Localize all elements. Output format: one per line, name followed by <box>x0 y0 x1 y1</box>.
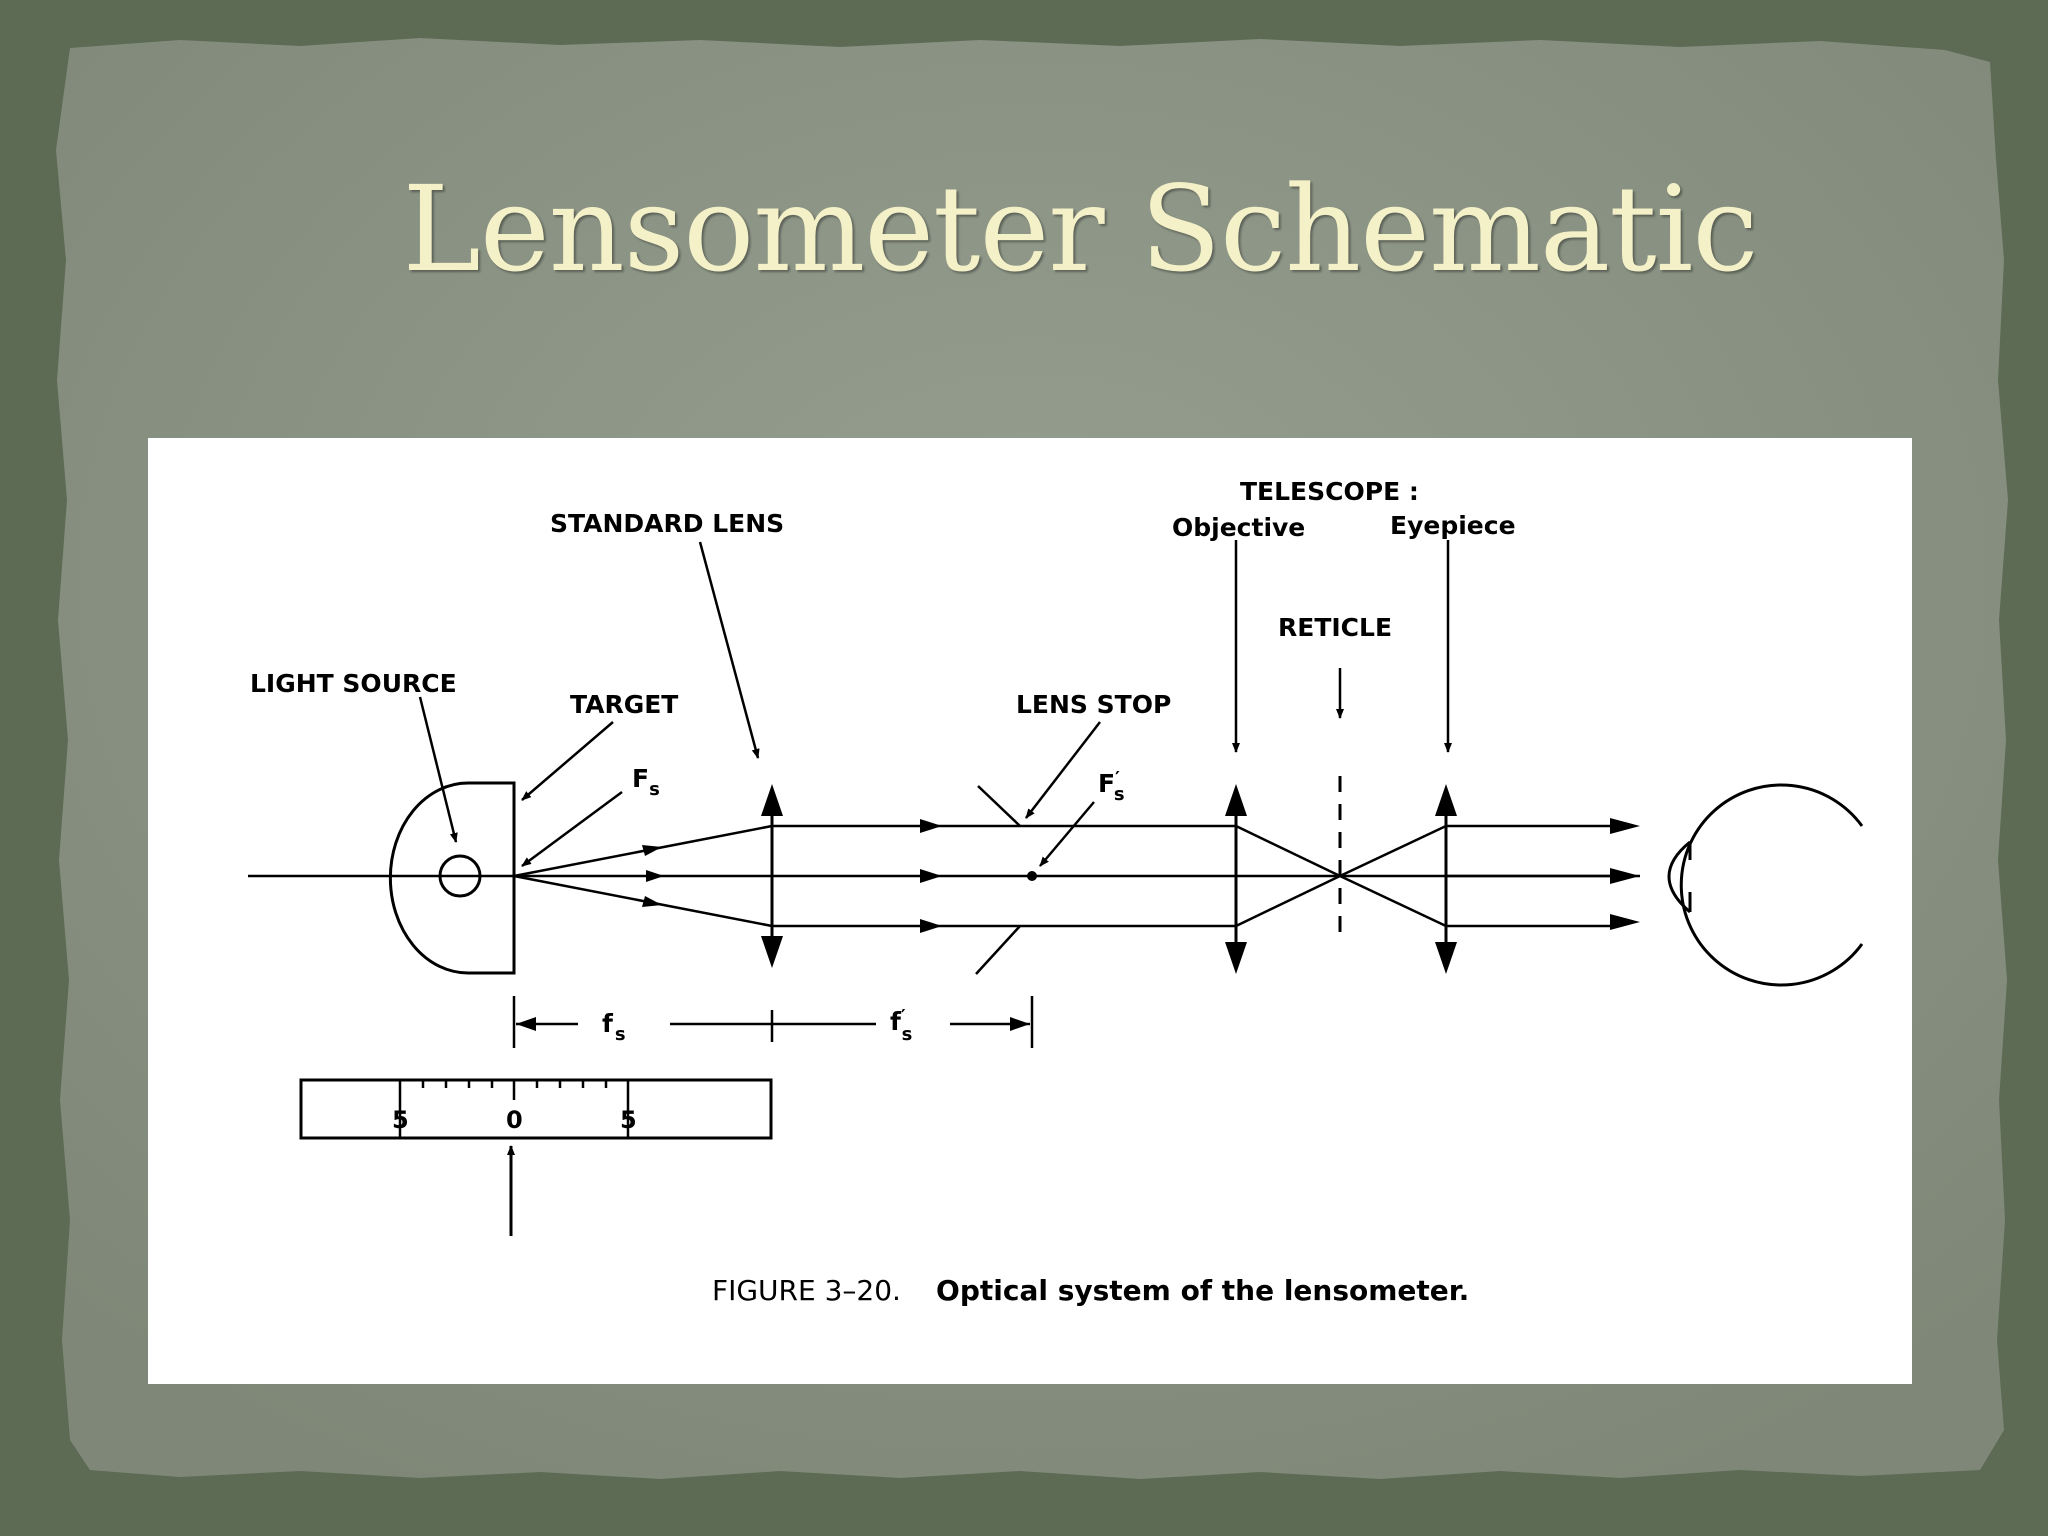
fs-label: Fs <box>632 764 660 800</box>
ray-arrow <box>642 845 662 856</box>
scale-center-number: 0 <box>506 1106 523 1134</box>
lens-stop-pointer <box>1025 721 1101 819</box>
dimension-arrow <box>1010 1017 1030 1031</box>
light-bulb <box>438 854 482 898</box>
ray <box>1339 874 1447 928</box>
ray-arrow <box>1610 818 1640 834</box>
figure-number: FIGURE 3–20. <box>712 1274 901 1307</box>
eyepiece-top-arrow <box>1435 784 1457 816</box>
target-label: TARGET <box>570 690 678 719</box>
light-source-label: LIGHT SOURCE <box>250 669 457 698</box>
scale-box <box>299 1078 773 1140</box>
eyepiece-bottom-arrow <box>1435 942 1457 974</box>
telescope-label: TELESCOPE : <box>1240 477 1419 506</box>
ray-arrow <box>920 919 942 933</box>
ray-arrow <box>1610 868 1640 884</box>
ray-arrow <box>920 869 942 883</box>
objective-top-arrow <box>1225 784 1247 816</box>
dimension-arrow <box>516 1017 536 1031</box>
ray-arrow <box>642 896 662 907</box>
ray <box>1235 824 1341 878</box>
ray <box>1339 824 1447 878</box>
figure-caption: FIGURE 3–20. Optical system of the lenso… <box>712 1274 1469 1307</box>
ray-arrow <box>646 870 664 882</box>
fs-pointer <box>521 790 623 868</box>
fs-prime-label: F′s <box>1098 768 1125 805</box>
scale-left-number: 5 <box>392 1106 409 1134</box>
ray-arrow <box>920 819 942 833</box>
standard-lens-pointer <box>698 541 760 759</box>
scale-right-number: 5 <box>620 1106 637 1134</box>
reticle-label: RETICLE <box>1278 613 1392 642</box>
standard-lens-top-arrow <box>761 784 783 816</box>
ray <box>513 824 773 878</box>
target-pointer <box>521 721 614 801</box>
lensometer-diagram: LIGHT SOURCE STANDARD LENS TARGET LENS S… <box>248 477 1864 1307</box>
ray <box>513 874 773 928</box>
standard-lens-label: STANDARD LENS <box>550 509 784 538</box>
fs-prime-point <box>1027 871 1037 881</box>
focal-distance-prime-label: f′s <box>890 1006 912 1045</box>
eye-cornea <box>1667 840 1691 914</box>
eyepiece-label: Eyepiece <box>1390 511 1516 540</box>
standard-lens-bottom-arrow <box>761 936 783 968</box>
slide-title: Lensometer Schematic <box>402 160 1759 298</box>
objective-bottom-arrow <box>1225 942 1247 974</box>
ray-arrow <box>1610 914 1640 930</box>
ray <box>1235 874 1341 928</box>
figure-caption-text: Optical system of the lensometer. <box>936 1274 1469 1307</box>
light-source-pointer <box>418 696 458 843</box>
eye-outline <box>1679 783 1864 987</box>
lens-stop-upper <box>977 785 1021 827</box>
fs-prime-pointer <box>1039 801 1095 867</box>
objective-label: Objective <box>1172 513 1305 542</box>
light-source-housing <box>388 781 516 975</box>
scale-ticks <box>398 1080 630 1138</box>
lens-stop-lower <box>975 925 1021 975</box>
lens-stop-label: LENS STOP <box>1016 690 1171 719</box>
figure-panel: LIGHT SOURCE STANDARD LENS TARGET LENS S… <box>148 438 1912 1384</box>
